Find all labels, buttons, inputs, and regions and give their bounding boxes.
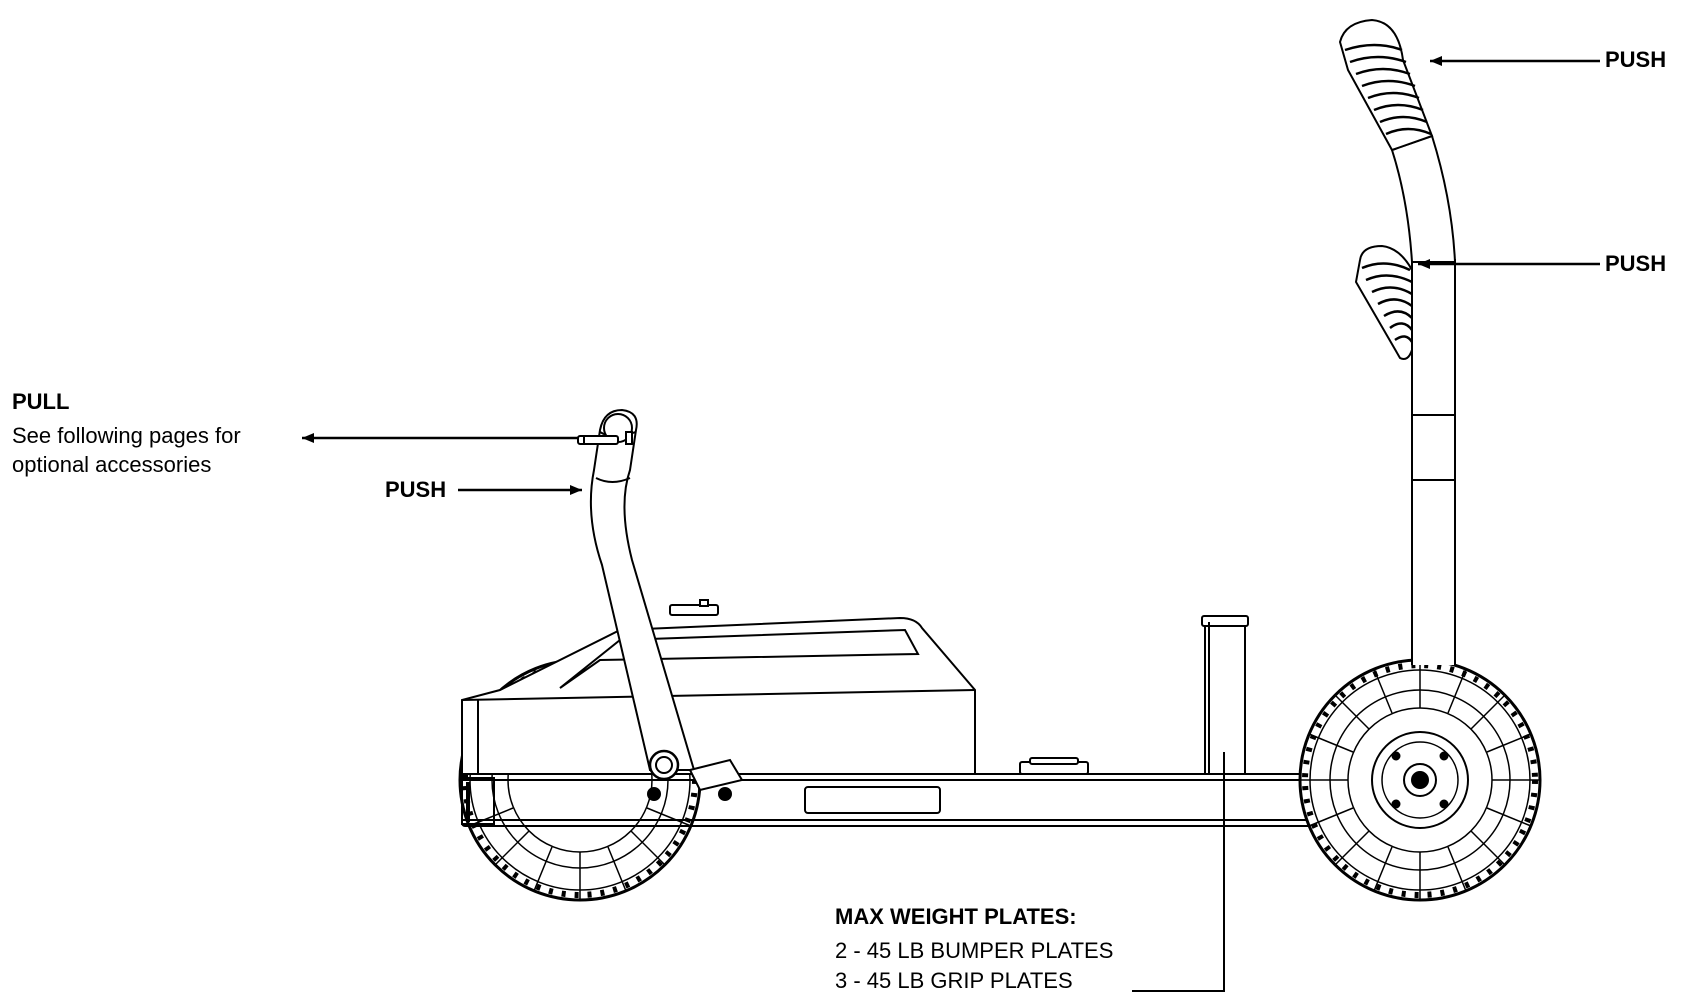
mid-grip (1354, 244, 1414, 360)
frame-label-plate (804, 786, 941, 814)
upright-handle (1390, 134, 1456, 665)
label-max-weight-bumper: 2 - 45 LB BUMPER PLATES (835, 938, 1114, 963)
pull-pin (577, 435, 619, 445)
label-push-left: PUSH (385, 477, 447, 502)
annotation-arrows (302, 56, 1600, 992)
label-pull: PULL (12, 389, 70, 414)
angled-handle (577, 408, 744, 801)
label-max-weight-title: MAX WEIGHT PLATES: (835, 904, 1077, 929)
top-grip (1338, 18, 1434, 152)
sled-body (461, 599, 976, 775)
leader-max-weight (1132, 752, 1225, 992)
label-pull-note-1: See following pages for (12, 423, 241, 448)
frame-pad (1019, 757, 1089, 775)
label-pull-note-2: optional accessories (12, 452, 212, 477)
body-latch (669, 604, 719, 616)
label-push-mid: PUSH (1605, 251, 1667, 276)
weight-post (1201, 615, 1249, 775)
label-push-top: PUSH (1605, 47, 1667, 72)
front-wheel (1298, 658, 1542, 902)
label-max-weight-grip: 3 - 45 LB GRIP PLATES (835, 968, 1073, 993)
sled-frame (461, 773, 1321, 827)
